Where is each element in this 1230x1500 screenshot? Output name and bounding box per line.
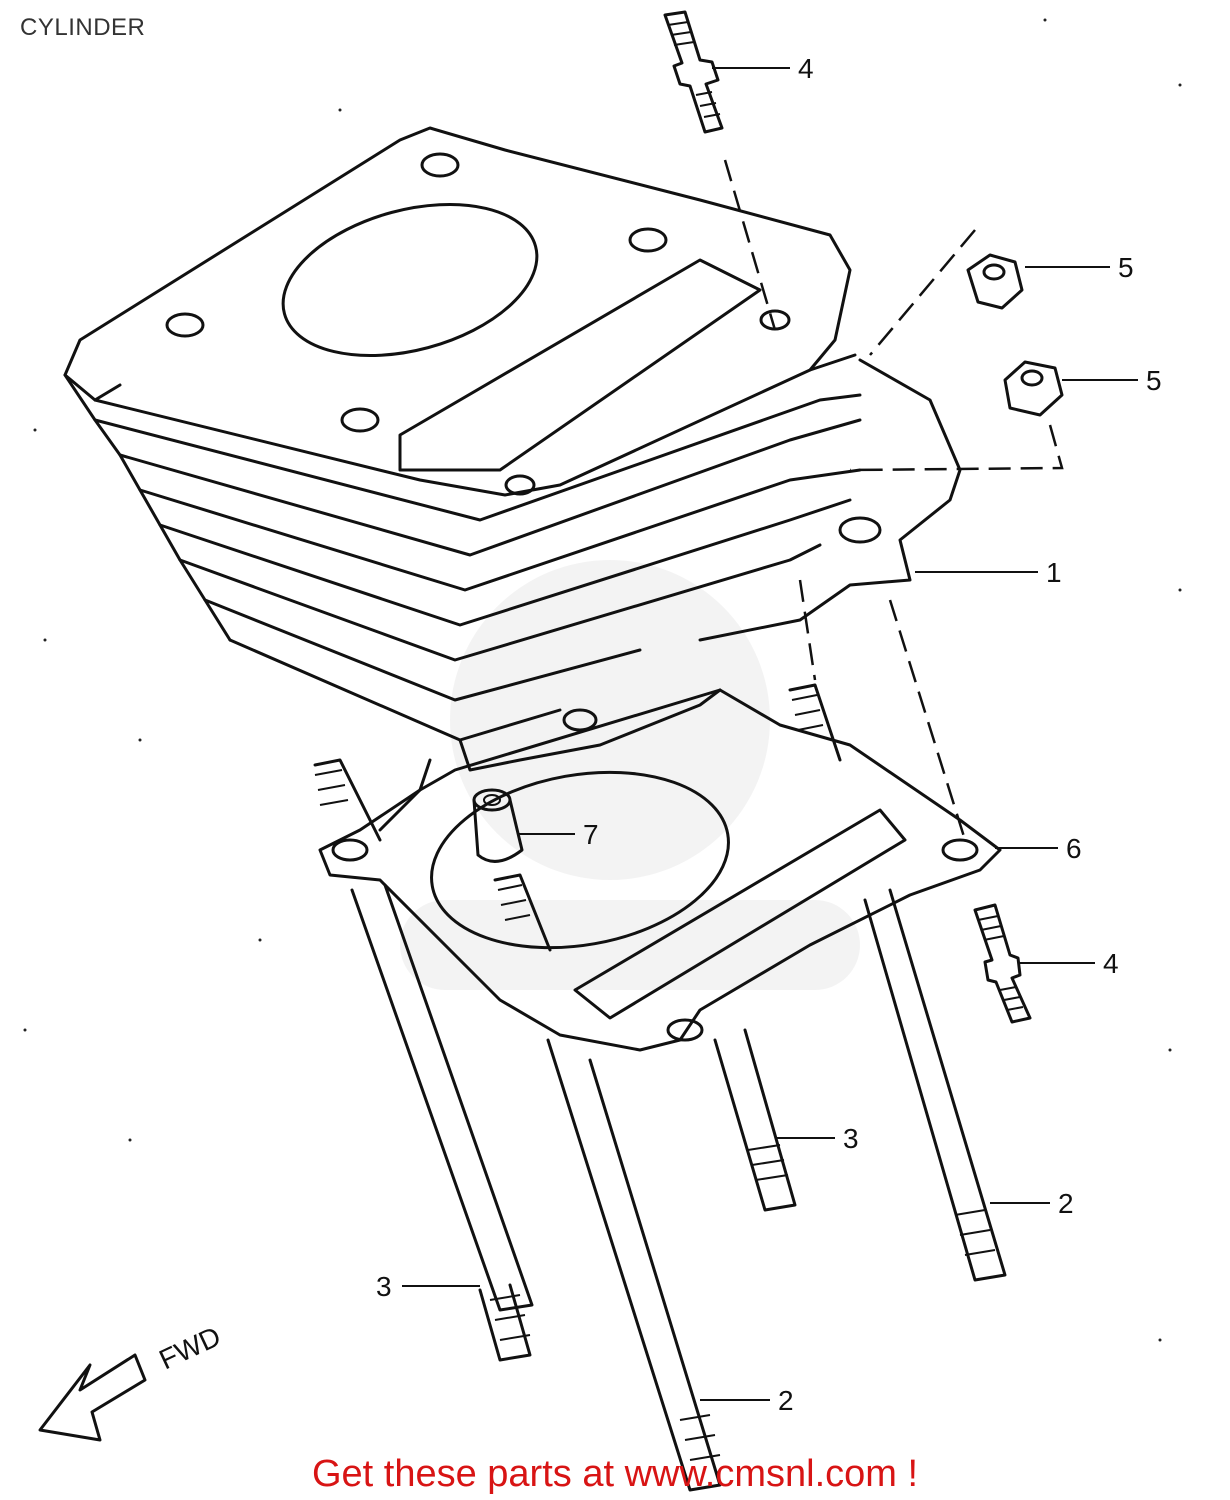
- long-stud-left: [313, 758, 534, 1362]
- stud-bolt-top: [663, 10, 724, 134]
- callout-1: 1: [915, 557, 1062, 588]
- assembly-guide-lines: [723, 159, 1064, 841]
- callout-2-right: 2: [990, 1188, 1074, 1219]
- callout-2-bottom: 2: [700, 1385, 794, 1416]
- callout-4-right: 4: [1020, 948, 1119, 979]
- watermark-logo: [400, 560, 860, 990]
- callout-5-middle: 5: [1062, 365, 1162, 396]
- svg-text:3: 3: [376, 1271, 392, 1302]
- svg-text:2: 2: [778, 1385, 794, 1416]
- flange-nut-top: [966, 253, 1024, 310]
- long-stud-right: [863, 888, 1007, 1282]
- svg-text:2: 2: [1058, 1188, 1074, 1219]
- cylinder-body: [63, 126, 962, 832]
- page-title: CYLINDER: [20, 14, 146, 41]
- long-stud-bottom: [493, 873, 722, 1492]
- svg-text:5: 5: [1118, 252, 1134, 283]
- scan-specks: [23, 18, 1182, 1342]
- callout-7: 7: [518, 819, 599, 850]
- dowel-pin: [472, 788, 524, 863]
- callout-4-top: 4: [712, 53, 814, 84]
- callout-3-left: 3: [376, 1271, 480, 1302]
- svg-text:1: 1: [1046, 557, 1062, 588]
- stud-bolt-right: [973, 903, 1032, 1024]
- cylinder-base-gasket: [318, 688, 1002, 1052]
- svg-text:5: 5: [1146, 365, 1162, 396]
- fwd-label: FWD: [154, 1320, 225, 1375]
- svg-text:6: 6: [1066, 833, 1082, 864]
- flange-nut-middle: [1003, 360, 1064, 417]
- callout-6: 6: [995, 833, 1082, 864]
- callout-5-top: 5: [1025, 252, 1134, 283]
- svg-text:7: 7: [583, 819, 599, 850]
- svg-text:4: 4: [1103, 948, 1119, 979]
- callout-3-right: 3: [775, 1123, 859, 1154]
- footer-link[interactable]: Get these parts at www.cmsnl.com !: [311, 1453, 919, 1495]
- svg-text:4: 4: [798, 53, 814, 84]
- svg-text:3: 3: [843, 1123, 859, 1154]
- long-stud-center-right: [713, 683, 842, 1212]
- forward-arrow-icon: FWD: [38, 1320, 225, 1442]
